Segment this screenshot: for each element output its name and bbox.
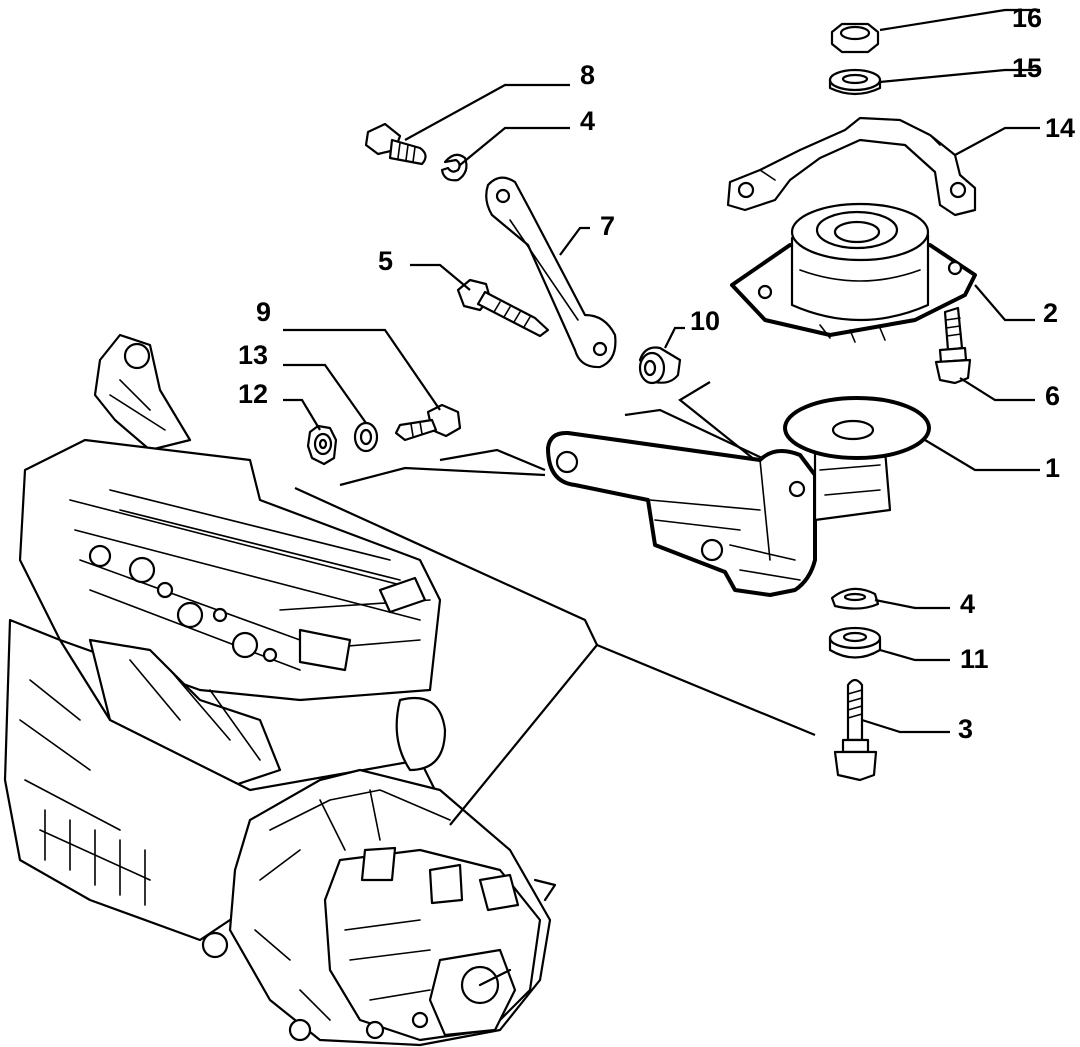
callout-12: 12 [238, 379, 268, 409]
part-16-nut [830, 22, 880, 54]
part-2-engine-mount [730, 202, 977, 343]
part-14-cradle-bracket [726, 116, 977, 217]
part-13-washer [353, 421, 379, 453]
callout-6: 6 [1045, 381, 1060, 411]
part-7-tie-rod [485, 176, 617, 369]
part-6-bolt [934, 306, 972, 385]
part-12-nut [306, 424, 338, 466]
callout-15: 15 [1012, 53, 1042, 83]
callout-13: 13 [238, 340, 268, 370]
part-10-bushing [638, 346, 682, 385]
part-8-bolt [364, 122, 427, 166]
callout-3: 3 [958, 714, 973, 744]
callout-leaders [283, 8, 1040, 734]
callout-4-upper: 4 [580, 106, 595, 136]
callout-labels: 16 15 14 8 4 7 5 2 10 9 13 12 6 1 4 11 3 [238, 3, 1075, 744]
callout-10: 10 [690, 306, 720, 336]
engine-assembly [3, 333, 557, 1047]
callout-7: 7 [600, 211, 615, 241]
part-9-bolt [394, 403, 462, 442]
assembly-lines [294, 381, 816, 826]
part-4-spring-washer-lower [830, 587, 880, 610]
part-15-washer [828, 68, 882, 96]
callout-11: 11 [960, 644, 989, 674]
callout-4-lower: 4 [960, 589, 975, 619]
callout-9: 9 [256, 297, 271, 327]
callout-16: 16 [1012, 3, 1042, 33]
part-3-long-bolt [833, 678, 878, 782]
part-11-washer [828, 626, 882, 659]
part-5-bolt [456, 278, 550, 338]
callout-5: 5 [378, 246, 393, 276]
callout-14: 14 [1045, 113, 1075, 143]
callout-2: 2 [1043, 298, 1058, 328]
callout-1: 1 [1045, 453, 1060, 483]
part-4-spring-washer-upper [440, 153, 468, 182]
part-1-mount-bracket [546, 396, 931, 597]
callout-8: 8 [580, 60, 595, 90]
